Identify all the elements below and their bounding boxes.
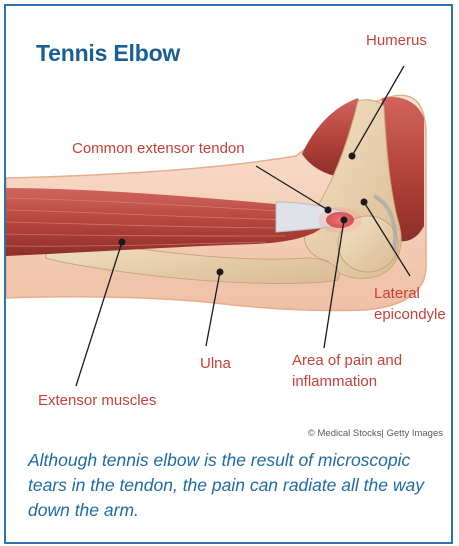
label-lateral-epicondyle-line2: epicondyle [374,305,446,324]
inflammation-glow [318,207,362,233]
dot-common-extensor-tendon [325,207,332,214]
diagram-card: Tennis Elbow [4,4,453,544]
label-area-pain-line2: inflammation [292,372,377,391]
caption-text: Although tennis elbow is the result of m… [28,448,443,523]
label-area-pain-line1: Area of pain and [292,351,402,370]
label-ulna: Ulna [200,354,231,373]
image-credit: © Medical Stocks| Getty Images [308,428,443,439]
dot-lateral-epicondyle [361,199,368,206]
dot-ulna [217,269,224,276]
label-lateral-epicondyle-line1: Lateral [374,284,420,303]
label-humerus: Humerus [366,31,427,50]
dot-extensor-muscles [119,239,126,246]
label-common-extensor-tendon: Common extensor tendon [72,139,245,158]
label-extensor-muscles: Extensor muscles [38,391,156,410]
dot-area-pain [341,217,348,224]
dot-humerus [349,153,356,160]
